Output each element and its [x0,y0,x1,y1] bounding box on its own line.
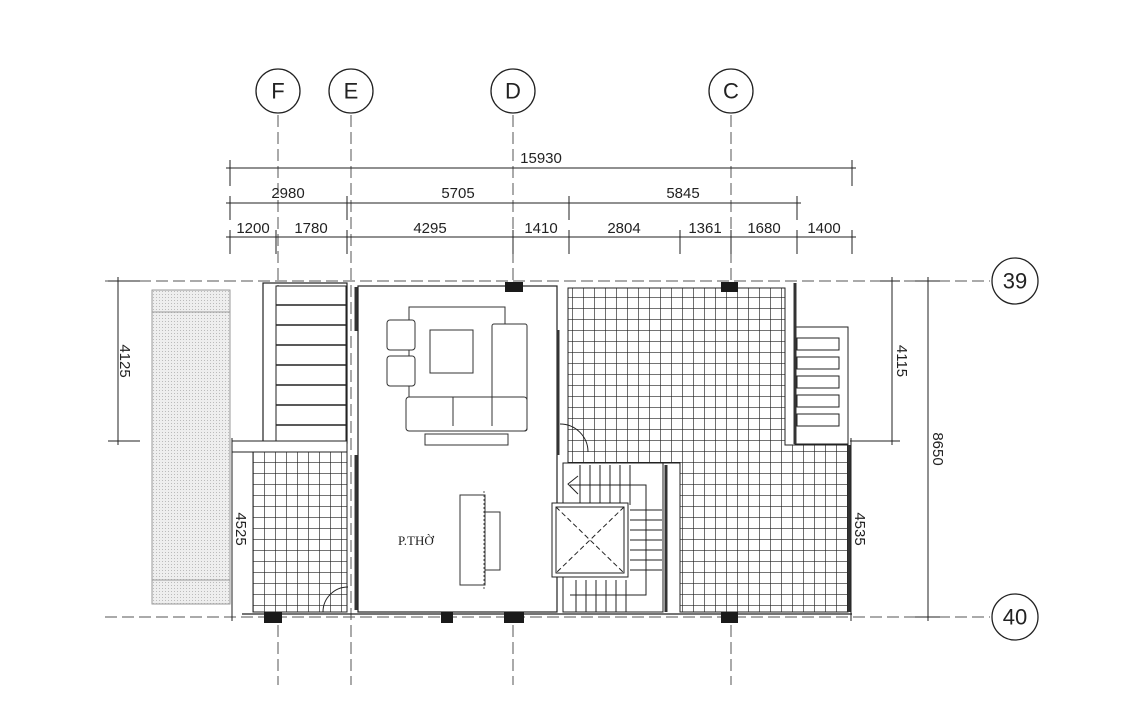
svg-text:4535: 4535 [851,512,868,545]
svg-text:1361: 1361 [688,220,721,237]
column-bubble-e: E [328,68,374,114]
svg-text:F: F [271,79,284,104]
svg-text:15930: 15930 [520,150,562,167]
altar [459,491,501,590]
svg-text:1780: 1780 [294,220,327,237]
elevator-shaft [551,502,629,578]
door-swing-left [322,586,349,613]
svg-text:2804: 2804 [607,220,640,237]
dimension-chain-3: 1200 1780 4295 1410 2804 1361 1680 1400 [226,220,856,254]
dimension-left-lower: 4525 [231,438,249,621]
dimension-right-total: 8650 [915,277,946,621]
svg-text:8650: 8650 [929,432,946,465]
dimension-overall: 15930 [226,150,856,186]
left-staircase [231,282,348,453]
svg-text:4295: 4295 [413,220,446,237]
sofa-set [386,306,528,446]
svg-text:40: 40 [1003,605,1027,630]
svg-text:2980: 2980 [271,185,304,202]
right-staircase [793,283,851,612]
svg-text:4125: 4125 [116,344,133,377]
column-bubble-f: F [255,68,301,114]
grid-axis-lines [105,115,990,685]
svg-text:D: D [505,79,521,104]
svg-text:C: C [723,79,739,104]
dimension-right-lower: 4535 [850,438,868,621]
svg-text:1200: 1200 [236,220,269,237]
dimension-left: 4125 [108,277,140,445]
svg-text:4115: 4115 [893,345,910,377]
svg-text:4525: 4525 [232,512,249,545]
column-bubble-d: D [490,68,536,114]
door-swing-terrace [559,423,589,453]
svg-text:1400: 1400 [807,220,840,237]
row-bubble-39: 39 [991,257,1039,305]
svg-text:P.THỜ: P.THỜ [398,533,434,548]
dimension-right-upper: 4115 [850,277,910,445]
structural-columns [264,282,738,623]
balcony-planter [151,289,231,605]
column-bubble-c: C [708,68,754,114]
svg-text:5705: 5705 [441,185,474,202]
row-bubble-40: 40 [991,593,1039,641]
dimension-chain-2: 2980 5705 5845 [226,185,801,220]
svg-text:39: 39 [1003,269,1027,294]
svg-text:E: E [344,79,359,104]
svg-text:1680: 1680 [747,220,780,237]
svg-text:5845: 5845 [666,185,699,202]
tiled-floor-left [252,451,348,613]
svg-text:1410: 1410 [524,220,557,237]
